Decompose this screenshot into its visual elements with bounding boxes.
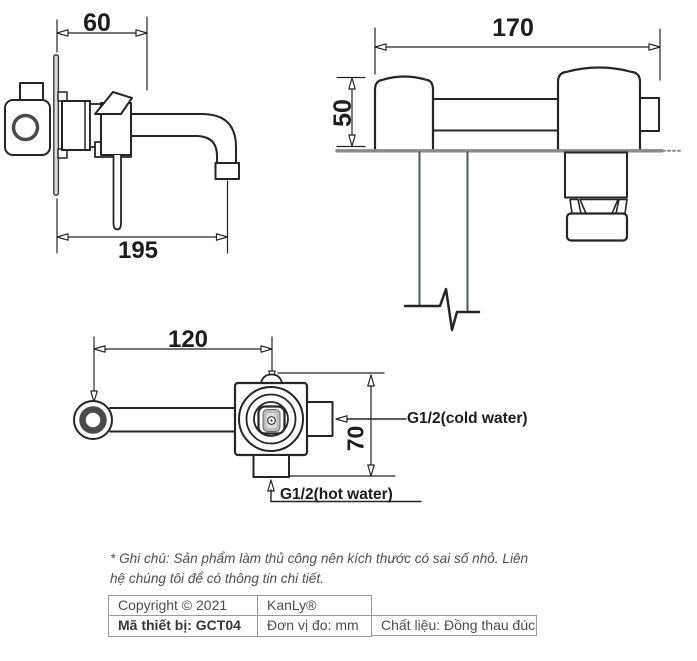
dim-50-label: 50 bbox=[328, 99, 357, 127]
table-row: Mã thiết bị: GCT04 Đơn vị đo: mm Chất li… bbox=[108, 614, 537, 637]
dim-170-label: 170 bbox=[492, 14, 534, 42]
lever-handle bbox=[94, 91, 133, 115]
right-handle bbox=[556, 66, 642, 153]
product-note: * Ghi chú: Sản phẩm làm thủ công nên kíc… bbox=[110, 549, 562, 590]
side-view bbox=[4, 16, 240, 254]
dim-120-label: 120 bbox=[167, 326, 209, 353]
product-note-line2: hệ chúng tôi để có thông tin chi tiết. bbox=[110, 571, 324, 587]
wall-plate-side bbox=[53, 54, 60, 196]
plan-view bbox=[73, 336, 422, 503]
copyright-cell: Copyright © 2021 bbox=[108, 595, 258, 616]
pipe-break-symbol bbox=[403, 287, 481, 332]
unit-cell: Đơn vị đo: mm bbox=[258, 616, 372, 637]
dim-195-label: 195 bbox=[117, 237, 159, 264]
spout bbox=[130, 113, 237, 164]
pull-rod bbox=[112, 154, 122, 231]
brand-cell: KanLy® bbox=[258, 595, 372, 616]
cold-water-label: G1/2(cold water) bbox=[407, 410, 528, 427]
material-cell: Chất liệu: Đồng thau đúc bbox=[372, 614, 537, 636]
product-note-line1: * Ghi chú: Sản phẩm làm thủ công nên kíc… bbox=[110, 551, 529, 566]
info-table: Copyright © 2021 KanLy® Mã thiết bị: GCT… bbox=[108, 595, 537, 637]
hot-water-port bbox=[252, 454, 290, 478]
table-row: Copyright © 2021 KanLy® bbox=[108, 595, 537, 616]
model-code-cell: Mã thiết bị: GCT04 bbox=[108, 616, 258, 637]
front-view bbox=[335, 27, 682, 332]
hot-water-label: G1/2(hot water) bbox=[280, 486, 393, 503]
cold-water-port bbox=[306, 401, 334, 437]
spout-outlet-ring bbox=[79, 406, 107, 434]
dim-70-label: 70 bbox=[342, 425, 369, 452]
left-handle bbox=[373, 75, 435, 152]
dim-60-label: 60 bbox=[83, 9, 111, 37]
